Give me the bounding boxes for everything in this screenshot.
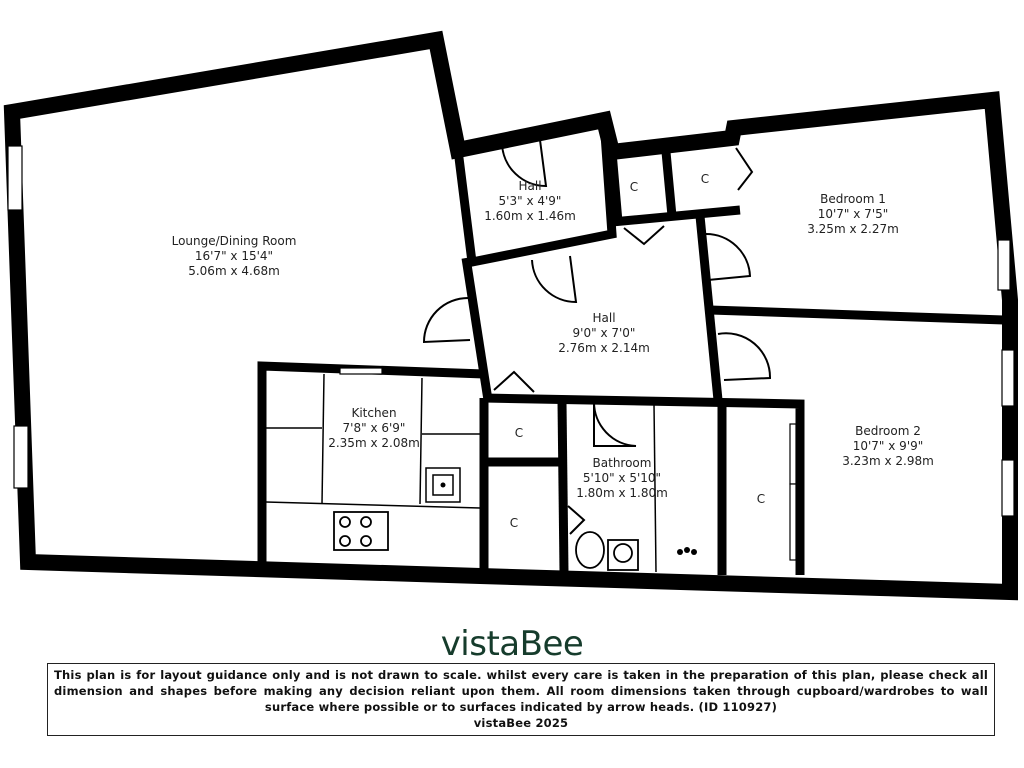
room-name: Bathroom — [592, 456, 652, 470]
room-imperial: 5'10" x 5'10" — [582, 471, 662, 485]
room-bedroom-1: Bedroom 1 10'7" x 7'5" 3.25m x 2.27m — [807, 192, 899, 237]
room-imperial: 7'8" x 6'9" — [342, 421, 406, 435]
exterior-walls — [3, 30, 1018, 601]
room-metric: 5.06m x 4.68m — [188, 264, 280, 278]
floor-plan-drawing — [3, 30, 1018, 601]
copyright-text: vistaBee 2025 — [473, 716, 569, 730]
cupboard-label: C — [756, 492, 766, 506]
room-name: Hall — [592, 311, 616, 325]
room-metric: 1.60m x 1.46m — [484, 209, 576, 223]
room-imperial: 9'0" x 7'0" — [572, 326, 636, 340]
cupboard-label: C — [700, 172, 710, 186]
vistabee-logo: vistaBee — [440, 624, 584, 664]
disclaimer-text: This plan is for layout guidance only an… — [54, 668, 988, 714]
room-imperial: 10'7" x 7'5" — [817, 207, 889, 221]
disclaimer-box: This plan is for layout guidance only an… — [47, 663, 995, 736]
room-name: Bedroom 1 — [820, 192, 886, 206]
room-bathroom: Bathroom 5'10" x 5'10" 1.80m x 1.80m — [576, 456, 668, 501]
room-metric: 1.80m x 1.80m — [576, 486, 668, 500]
room-kitchen: Kitchen 7'8" x 6'9" 2.35m x 2.08m — [328, 406, 420, 451]
hob — [333, 511, 389, 551]
room-imperial: 5'3" x 4'9" — [498, 194, 562, 208]
room-name: Hall — [518, 179, 542, 193]
cupboard-label: C — [509, 516, 519, 530]
cupboard-label: C — [514, 426, 524, 440]
bath-fixtures — [575, 531, 639, 571]
interior-walls — [257, 119, 1005, 575]
sink — [425, 467, 461, 503]
room-bedroom-2: Bedroom 2 10'7" x 9'9" 3.23m x 2.98m — [842, 424, 934, 469]
fixture-lines — [265, 373, 657, 573]
room-lounge-dining: Lounge/Dining Room 16'7" x 15'4" 5.06m x… — [172, 234, 297, 279]
room-metric: 3.25m x 2.27m — [807, 222, 899, 236]
room-imperial: 10'7" x 9'9" — [852, 439, 924, 453]
room-metric: 2.35m x 2.08m — [328, 436, 420, 450]
room-name: Kitchen — [351, 406, 397, 420]
windows — [7, 145, 1015, 561]
room-name: Lounge/Dining Room — [171, 234, 297, 248]
door-swings — [422, 139, 772, 535]
room-hall-2: Hall 9'0" x 7'0" 2.76m x 2.14m — [558, 311, 650, 356]
room-imperial: 16'7" x 15'4" — [194, 249, 274, 263]
floor-plan: Lounge/Dining Room 16'7" x 15'4" 5.06m x… — [3, 30, 1018, 601]
room-metric: 2.76m x 2.14m — [558, 341, 650, 355]
room-metric: 3.23m x 2.98m — [842, 454, 934, 468]
cupboard-label: C — [629, 180, 639, 194]
room-name: Bedroom 2 — [855, 424, 921, 438]
room-hall-1: Hall 5'3" x 4'9" 1.60m x 1.46m — [484, 179, 576, 224]
